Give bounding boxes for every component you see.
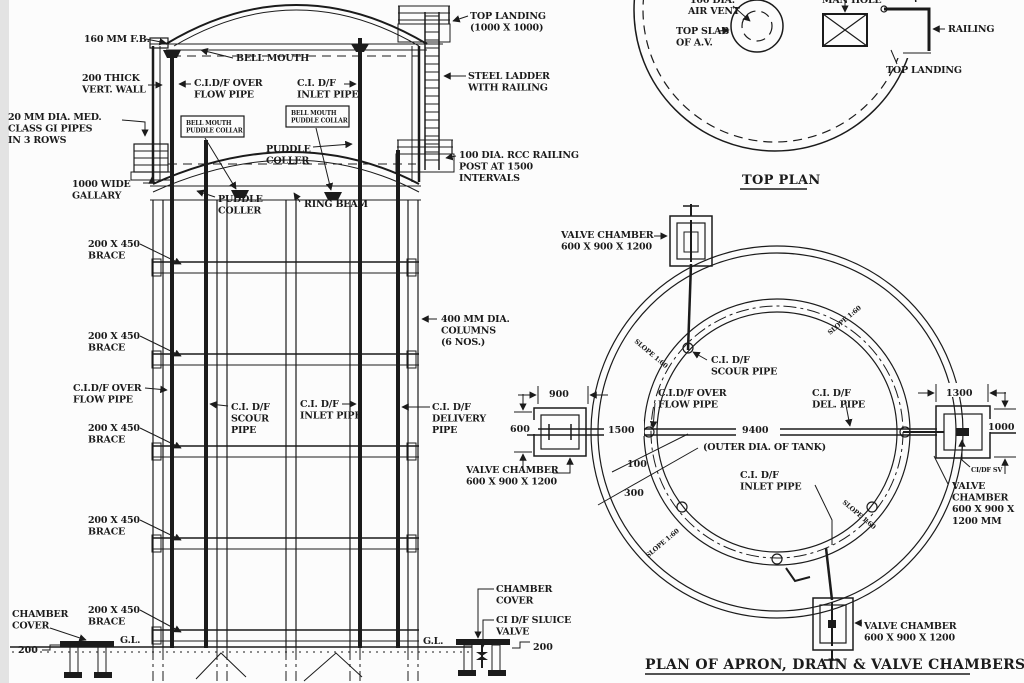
dim-200-right: 200 (533, 642, 553, 653)
left-valve-pit (60, 641, 114, 678)
valve-chamber-top (669, 215, 713, 267)
drain-spout (785, 567, 811, 583)
top-plan-leaders (718, 1, 945, 65)
inlet-top-bellmouth (351, 44, 369, 52)
braces (151, 258, 419, 645)
floor-bellmouth-1 (231, 190, 249, 198)
dim-100: 100 (627, 459, 647, 470)
air-vent (730, 0, 784, 53)
label-freeboard: 160 MM F.B. (84, 34, 150, 45)
scan-edge-strip (0, 0, 9, 683)
tank-dome (149, 4, 443, 51)
label-columns: 400 MM DIA.COLUMNS(6 NOS.) (441, 314, 510, 348)
columns (152, 200, 419, 681)
dim-1300: 1300 (946, 388, 973, 399)
label-ci-df-sv: CI/DF SV (971, 466, 1003, 474)
label-air-vent-clipped: 100 DIA. (690, 0, 735, 6)
overflow-bellmouth (163, 50, 181, 58)
label-top-plan-landing: TOP LANDING (886, 65, 962, 76)
top-plan-landing (877, 2, 935, 58)
dim-900: 900 (549, 389, 569, 400)
label-air-vent: AIR VENT (687, 6, 740, 17)
dim-1000: 1000 (988, 422, 1015, 433)
dim-200-left: 200 (18, 645, 38, 656)
apron-dimensions (514, 384, 1016, 506)
valve-chamber-bottom (812, 597, 854, 651)
floor-bellmouth-2 (324, 192, 342, 200)
top-landing (397, 5, 451, 43)
apron-pipes (527, 204, 944, 661)
label-railing: RAILING (948, 24, 994, 35)
label-outer-dia: (OUTER DIA. OF TANK) (703, 442, 826, 453)
sluice-valve-icon (476, 652, 488, 660)
label-ring-beam: RING BEAM (304, 199, 368, 210)
dim-300: 300 (624, 488, 644, 499)
elevation-leaders (42, 15, 530, 651)
top-plan-title: TOP PLAN (742, 173, 821, 188)
dim-600: 600 (510, 424, 530, 435)
label-gl-left: G.L. (120, 635, 140, 646)
label-man-hole-clipped: MAN HOLE (822, 0, 881, 6)
label-bell-mouth: BELL MOUTH (236, 53, 309, 64)
apron-leaders (553, 232, 971, 627)
apron-plan-title: PLAN OF APRON, DRAIN & VALVE CHAMBERS (645, 657, 1024, 673)
break-lines (195, 652, 363, 682)
tank-walls (151, 46, 421, 182)
man-hole-box (822, 13, 868, 47)
dim-9400: 9400 (742, 425, 769, 436)
label-top-landing: TOP LANDING(1000 X 1000) (470, 11, 546, 34)
label-gl-right: G.L. (423, 636, 443, 647)
dim-1500: 1500 (608, 425, 635, 436)
valve-chamber-right (935, 405, 991, 459)
elevation-pipes (163, 38, 400, 648)
